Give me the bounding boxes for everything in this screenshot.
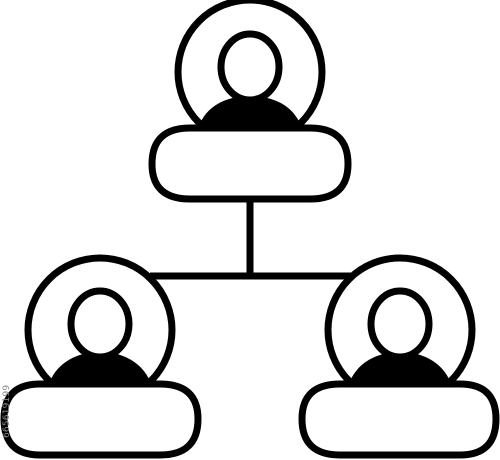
cloud-base <box>148 124 352 203</box>
person-node-top <box>148 0 352 203</box>
person-head-icon <box>67 287 133 361</box>
person-node-bottom-right <box>298 254 500 459</box>
watermark-stock-id: 665619199 <box>2 384 12 438</box>
cloud-base <box>0 380 202 459</box>
person-node-bottom-left <box>0 254 202 459</box>
cloud-base <box>298 380 500 459</box>
person-head-icon <box>367 287 433 361</box>
hierarchy-connectors <box>150 200 352 280</box>
person-head-icon <box>217 30 283 104</box>
